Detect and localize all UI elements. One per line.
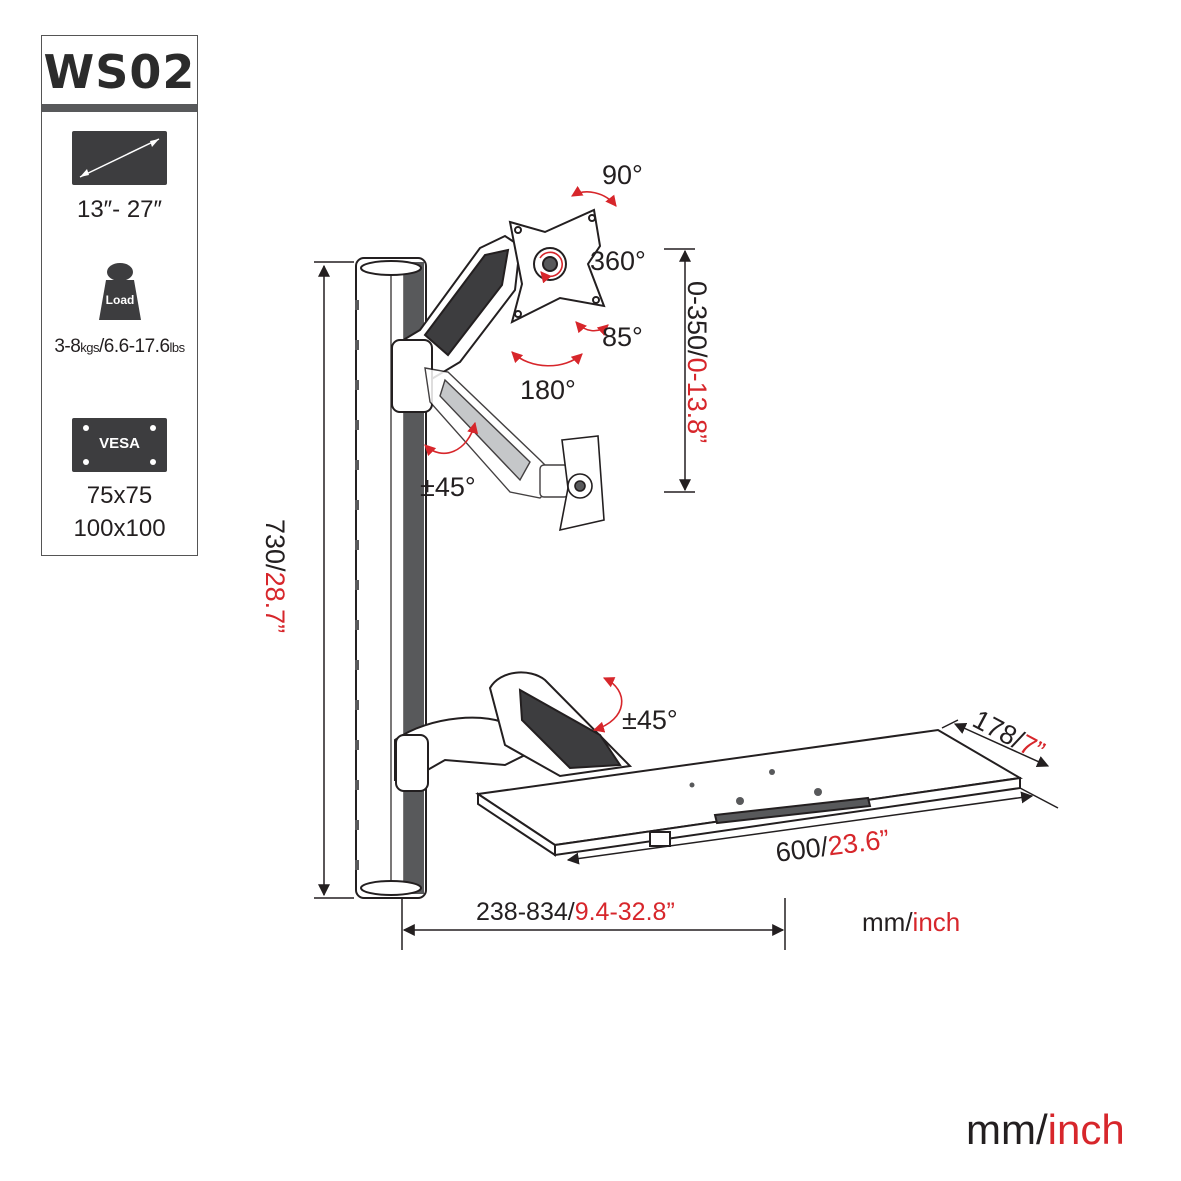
tilt-down-label: 85° <box>602 322 643 352</box>
screen-size-icon <box>72 131 167 185</box>
load-capacity-lbs: lbs <box>169 340 186 355</box>
vesa-plate-lower <box>558 435 605 532</box>
height-adjust-in: 0-13.8” <box>682 357 712 444</box>
rotate-label: 360° <box>590 246 646 276</box>
rotation-arrows <box>424 185 623 733</box>
height-adjust-label: 0-350/0-13.8” <box>681 281 712 443</box>
pole-height-mm: 730/ <box>260 519 290 572</box>
units-large-mm: mm/ <box>966 1106 1048 1153</box>
load-capacity-kgs: kgs <box>80 340 100 355</box>
load-capacity-mid: /6.6-17.6 <box>99 336 170 357</box>
monitor-arm-upper <box>391 234 522 413</box>
tilt-up-label: 90° <box>602 160 643 190</box>
monitor-arm-lower-ghost <box>424 367 569 499</box>
screen-size-range: 13″- 27″ <box>76 196 163 223</box>
reach-label: 238-834/9.4-32.8” <box>476 898 675 927</box>
arm-tilt-label: ±45° <box>420 472 476 502</box>
pole-slots <box>355 300 359 870</box>
units-large-inch: inch <box>1047 1106 1125 1153</box>
vesa-icon: VESA <box>72 418 167 472</box>
dimension-lines <box>314 248 1059 950</box>
units-small-mm: mm/ <box>862 907 913 937</box>
units-small-inch: inch <box>912 907 961 937</box>
pole-height-in: 28.7” <box>260 571 290 634</box>
keyboard-arm <box>394 671 633 792</box>
load-icon-label: Load <box>105 293 135 307</box>
vesa-size-1: 75x75 <box>86 482 153 509</box>
model-title: WS02 <box>43 45 196 99</box>
vesa-plate-upper <box>508 208 606 324</box>
units-label-large: mm/inch <box>966 1106 1125 1154</box>
reach-in: 9.4-32.8” <box>574 898 675 926</box>
title-divider <box>42 104 197 112</box>
load-weight-icon <box>99 263 141 320</box>
vesa-icon-label: VESA <box>99 435 140 452</box>
height-adjust-mm: 0-350/ <box>682 281 712 358</box>
load-capacity: 3-8kgs/6.6-17.6lbs <box>42 336 197 358</box>
load-capacity-main: 3-8 <box>54 336 81 357</box>
vesa-size-2: 100x100 <box>73 515 166 542</box>
tray-tilt-label: ±45° <box>622 705 678 735</box>
reach-mm: 238-834/ <box>476 898 575 926</box>
tray-width-in: 23.6” <box>826 824 891 862</box>
spec-panel: WS02 13″- 27″ Load 3-8kgs/6.6-17.6lbs VE… <box>41 35 198 556</box>
pole-height-label: 730/28.7” <box>259 519 290 633</box>
swivel-label: 180° <box>520 375 576 405</box>
tray-width-mm: 600/ <box>774 831 830 868</box>
units-label-small: mm/inch <box>862 907 960 938</box>
